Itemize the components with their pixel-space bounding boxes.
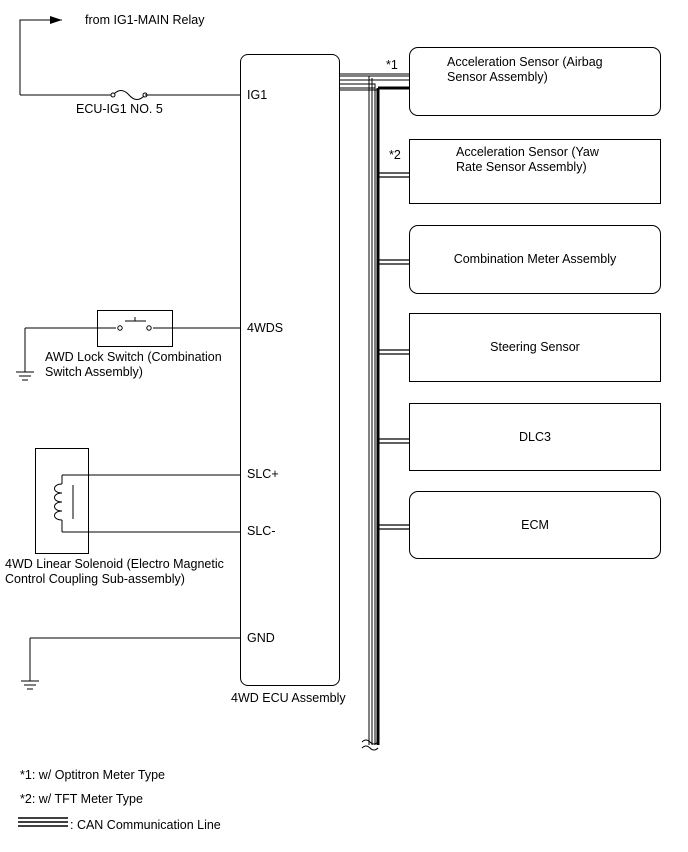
can-box-label: ECM — [521, 517, 549, 532]
arrow-icon — [50, 16, 62, 24]
legend-note-1: *1: w/ Optitron Meter Type — [20, 768, 165, 782]
legend-can-line: : CAN Communication Line — [70, 818, 221, 832]
can-box-dlc3: DLC3 — [409, 403, 661, 471]
pin-slc-minus: SLC- — [247, 524, 276, 538]
pin-ig1: IG1 — [247, 88, 268, 102]
solenoid-label: 4WD Linear Solenoid (Electro Magnetic Co… — [5, 557, 224, 586]
pin-4wds: 4WDS — [247, 321, 284, 335]
pin-gnd: GND — [247, 631, 275, 645]
can-box-label: Acceleration Sensor (Yaw Rate Sensor Ass… — [456, 145, 599, 174]
can-box-combination-meter: Combination Meter Assembly — [409, 225, 661, 294]
ecu-name: 4WD ECU Assembly — [231, 691, 346, 705]
can-box-airbag-accel: Acceleration Sensor (Airbag Sensor Assem… — [409, 47, 661, 116]
can-box-steering-sensor: Steering Sensor — [409, 313, 661, 382]
power-source-label: from IG1-MAIN Relay — [85, 13, 205, 27]
can-line-legend-icon — [18, 817, 68, 827]
ground-icon — [21, 680, 39, 690]
switch-label: AWD Lock Switch (Combination Switch Asse… — [45, 350, 222, 379]
fuse-icon — [112, 90, 146, 100]
can-box-label: DLC3 — [519, 429, 551, 444]
fuse-label: ECU-IG1 NO. 5 — [76, 102, 163, 116]
solenoid-box — [35, 448, 89, 554]
switch-box — [97, 310, 173, 347]
note-marker-2: *2 — [389, 148, 401, 162]
note-marker-1: *1 — [386, 58, 398, 72]
legend-note-2: *2: w/ TFT Meter Type — [20, 792, 143, 806]
ig1-supply-wire — [19, 19, 62, 95]
ground-icon — [16, 371, 34, 381]
can-box-label: Combination Meter Assembly — [453, 252, 617, 266]
coil-icon — [54, 483, 63, 521]
can-box-yaw-accel: Acceleration Sensor (Yaw Rate Sensor Ass… — [409, 139, 661, 204]
ecu-box — [240, 54, 340, 686]
pin-slc-plus: SLC+ — [247, 467, 279, 481]
can-box-label: Steering Sensor — [490, 340, 580, 354]
can-box-label: Acceleration Sensor (Airbag Sensor Assem… — [447, 55, 603, 84]
can-box-ecm: ECM — [409, 491, 661, 559]
